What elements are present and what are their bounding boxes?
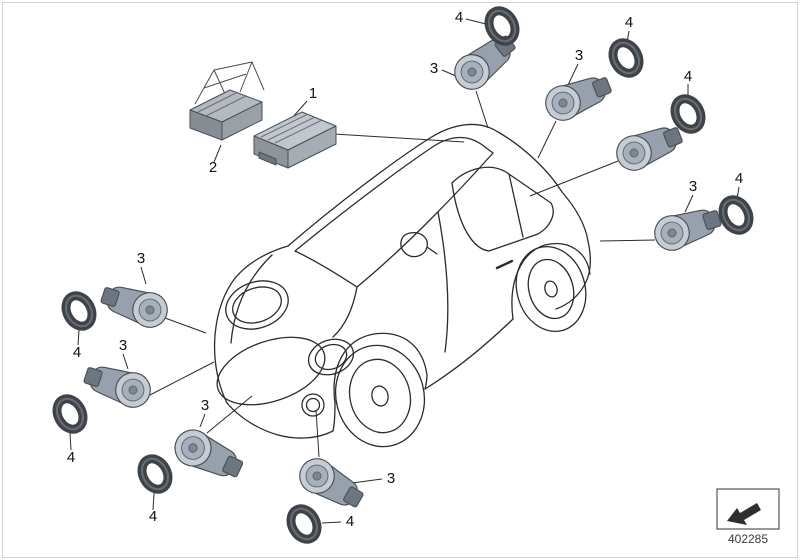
seal-ring-left[interactable] bbox=[61, 291, 97, 331]
car-windshield bbox=[294, 136, 494, 288]
car-hood-seam bbox=[230, 254, 273, 344]
car-outline bbox=[213, 123, 592, 448]
seal-ring-top[interactable] bbox=[484, 6, 520, 46]
car-headlight-right bbox=[307, 338, 355, 376]
car-cowl-line bbox=[332, 286, 358, 338]
car-rear-hub bbox=[544, 280, 558, 298]
callout-4-right[interactable]: 4 bbox=[684, 68, 692, 85]
seal-ring-left-lower[interactable] bbox=[52, 394, 88, 434]
callout-4-bottom-left[interactable]: 4 bbox=[149, 508, 157, 525]
unit2-side bbox=[221, 101, 263, 141]
car-grille bbox=[216, 336, 326, 406]
car-front-rim bbox=[348, 358, 412, 434]
car-mirror bbox=[400, 232, 438, 258]
callout-3-upper-right[interactable]: 3 bbox=[575, 47, 583, 64]
car-headlight-right-inner bbox=[314, 343, 348, 371]
car-fog-light-inner bbox=[305, 397, 321, 413]
pdc-sensor-mid-right[interactable] bbox=[610, 117, 687, 177]
pdc-sensor-bottom-left[interactable] bbox=[168, 423, 248, 487]
car-side-windows bbox=[451, 166, 554, 252]
seal-ring-bottom-left[interactable] bbox=[137, 454, 173, 494]
callout-4-left-lower[interactable]: 4 bbox=[67, 449, 75, 466]
pdc-sensor-left[interactable] bbox=[97, 277, 173, 333]
car-door-handle bbox=[495, 259, 514, 270]
callout-3-top[interactable]: 3 bbox=[430, 60, 438, 77]
car-rear-rim bbox=[527, 258, 575, 320]
callout-1[interactable]: 1 bbox=[309, 85, 317, 102]
callout-3-far-right[interactable]: 3 bbox=[689, 178, 697, 195]
unit2-detail bbox=[197, 91, 247, 117]
car-window-divider bbox=[508, 173, 524, 238]
callout-3-bottom-left[interactable]: 3 bbox=[201, 397, 209, 414]
car-front-bumper bbox=[226, 402, 336, 439]
callout-4-top[interactable]: 4 bbox=[455, 9, 463, 26]
pdc-sensor-left-lower[interactable] bbox=[80, 357, 156, 413]
car-rear-wheel bbox=[515, 245, 587, 333]
car-fog-light bbox=[301, 393, 325, 417]
section-arrow-icon bbox=[727, 503, 761, 525]
car-front-wheel-arch bbox=[333, 332, 428, 404]
car-headlight-left bbox=[225, 280, 289, 330]
seal-ring-upper-right[interactable] bbox=[608, 38, 644, 78]
unit1-side bbox=[287, 125, 337, 169]
callout-4-upper-right[interactable]: 4 bbox=[625, 14, 633, 31]
unit1-detail bbox=[260, 113, 323, 144]
callout-3-bottom-center[interactable]: 3 bbox=[387, 470, 395, 487]
unit1-connector bbox=[258, 151, 277, 166]
car-rear-wheel-arch bbox=[511, 243, 591, 320]
control-unit-1[interactable] bbox=[253, 111, 337, 169]
car-front-wheel bbox=[334, 344, 426, 448]
callout-4-bottom-center[interactable]: 4 bbox=[346, 513, 354, 530]
callout-3-left[interactable]: 3 bbox=[137, 250, 145, 267]
seal-ring-bottom-center[interactable] bbox=[286, 504, 322, 544]
car-door-seam bbox=[437, 211, 449, 353]
car-headlight-left-inner bbox=[232, 286, 282, 324]
callout-3-left-lower[interactable]: 3 bbox=[119, 337, 127, 354]
legend: 402285 bbox=[716, 488, 780, 546]
car-rocker-line bbox=[424, 318, 514, 390]
control-unit-2[interactable] bbox=[189, 61, 265, 141]
car-front-edge bbox=[213, 245, 289, 404]
callout-4-far-right[interactable]: 4 bbox=[735, 170, 743, 187]
callout-4-left[interactable]: 4 bbox=[73, 344, 81, 361]
leader-lines bbox=[69, 18, 740, 524]
pdc-sensor-upper-right[interactable] bbox=[539, 67, 616, 127]
part-number: 402285 bbox=[728, 532, 768, 546]
pdc-sensor-far-right[interactable] bbox=[649, 200, 725, 256]
callout-2[interactable]: 2 bbox=[209, 159, 217, 176]
mounting-bracket bbox=[194, 61, 265, 105]
car-front-hub bbox=[371, 385, 389, 407]
seal-ring-far-right[interactable] bbox=[718, 195, 754, 235]
